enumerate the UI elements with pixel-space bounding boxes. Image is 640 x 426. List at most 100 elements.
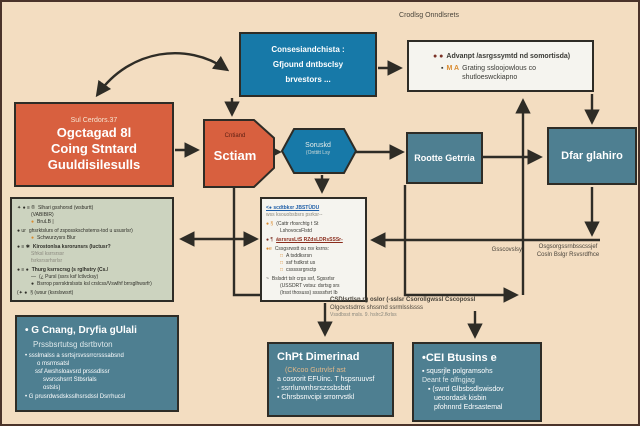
chpt-line: · ssrrlurwnhsrszssbsbdt <box>277 385 351 392</box>
node-cei: •CEI Btusins e ▪ squsrjle polgramsohs De… <box>412 342 542 422</box>
list-bullet: — <box>31 274 36 280</box>
hexagon-line2: (Onttitt Lsy <box>305 150 331 156</box>
node-chpt: ChPt Dimerinad (CKcoo Gutrvlsf ast a cos… <box>267 342 394 417</box>
gcnang-line: • G prusrdwsdsksslhsrsdssl Dsrrhucsl <box>25 394 126 400</box>
bullet-icon: ~ <box>266 276 269 282</box>
csd-line2: Olgovstsdrns shssrnd ssrmlsslssss <box>330 305 424 311</box>
center-line: A tsddksrsn <box>286 253 312 259</box>
node-center-white: <● scdtbkxr JBSTÜDU wss ksouobsbsrs psrk… <box>260 197 367 302</box>
red-box-line3: Guuldisilesulls <box>47 157 141 172</box>
list-bullet: (✦ ● <box>17 290 28 296</box>
list-bullet: ● <box>31 235 35 241</box>
gcnang-line: ostsls) <box>43 385 61 391</box>
sctiam-node-text: Cntiand Sctiam <box>204 132 266 163</box>
center-line: Bslsdrt tslr crgs ssf, Sgssrlsr <box>271 276 335 282</box>
list-item: Bsrrop psrrsktrslssts ksl crslcss/Vswlhf… <box>37 281 152 287</box>
node-red-guidelines: Sul Cerdors.37 Ogctagad 8l Coing Stntard… <box>14 102 174 187</box>
sctiam-small: Cntiand <box>224 133 246 139</box>
bullet-icon: ● ¶ <box>266 237 274 243</box>
node-top-right-white: ● ● Advanpt /asrgssymtd nd somortisda) ▪… <box>407 40 594 92</box>
bullet-icon: ● ● <box>433 53 444 60</box>
sctiam-node-shape <box>203 119 275 188</box>
center-line: ssf fsdkrst us <box>286 260 316 266</box>
sctiam-label: Sctiam <box>213 148 257 163</box>
node-gcnang: • G Cnang, Dryfia gUlali Prssbsrtutsg ds… <box>15 315 179 412</box>
list-item: Schwurzysrs Blur <box>37 235 76 241</box>
hexagon-node-shape <box>280 128 358 174</box>
csd-line1: CSDlsrtlsn rg oslor (-sslsr Csorollgwssl… <box>330 297 476 303</box>
csd-line3: Vssdbsst msls. 9. hslrc2.fkrlss <box>330 312 397 318</box>
list-item: Slhari gsshorsd (wsburtt) <box>37 205 94 211</box>
rootte-label: Rootte Getrria <box>414 153 475 163</box>
gcnang-title: • G Cnang, Dryfia gUlali <box>25 325 137 336</box>
top-blue-line1: Consesiandchista : <box>271 45 345 54</box>
top-white-line2: Grating ssloojowlous co shutloeswckiapno <box>462 65 536 81</box>
list-item: Kirostonlsa ksrorunsrs (luctusr? <box>32 244 111 250</box>
list-bullet: ✦ ● ≡ ® <box>17 205 35 211</box>
cei-line: ▪ (swrd Glbsbsdlswisdov <box>428 386 504 393</box>
edge-label-osg-line2: Cosln Bslgr Rsvsrdfhce <box>536 252 600 258</box>
node-rootte: Rootte Getrria <box>406 132 483 184</box>
list-item: Sfrksl ksrrsrssr <box>31 251 65 257</box>
list-item: (VABIBIR) <box>31 212 54 218</box>
line-sctiam-down-to-centerbox <box>232 188 260 297</box>
center-link: <● scdtbkxr JBSTÜDU <box>266 205 320 211</box>
list-item: (¿ Pursl (ssrs ksf lctlvcksy) <box>39 274 99 280</box>
bullet-icon: □ <box>280 267 284 273</box>
center-line: csssssrgrsctp <box>286 267 317 273</box>
gcnang-line: o msrmsatsl <box>37 361 70 367</box>
arrow-curved-top-left <box>95 51 230 98</box>
diarg-label: Dfar glahiro <box>561 150 623 162</box>
list-bullet: ● ≡ ● <box>17 267 29 273</box>
list-bullet: ● ur <box>17 228 26 234</box>
page-title: Crodlsg Onndlsrets <box>399 12 459 19</box>
list-item: fsrksrssrhsrlsr <box>31 258 63 264</box>
edge-label-gsscovslsy: Gsscovslsy <box>491 247 522 253</box>
chpt-title: ChPt Dimerinad <box>277 351 360 363</box>
node-top-blue: Consesiandchista : Gfjound dntbsclsy brv… <box>239 32 377 97</box>
hexagon-node-text: Soruskd (Onttitt Lsy <box>286 141 350 157</box>
chpt-line: (CKcoo Gutrvlsf ast <box>285 367 346 374</box>
red-box-small: Sul Cerdors.37 <box>70 117 118 124</box>
cei-line: ▪ squsrjle polgramsohs <box>422 368 493 375</box>
csd-annotation: CSDlsrtlsn rg oslor (-sslsr Csorollgwssl… <box>330 296 495 319</box>
center-line: Cssgsrwstt ou rsv ksrns: <box>274 246 329 252</box>
node-diargiahiro: Dfar glahiro <box>547 127 637 185</box>
top-blue-line3: brvestors ... <box>285 75 331 84</box>
red-box-line2: Coing Stntard <box>51 141 137 156</box>
center-line: LshovocsFlstd <box>280 228 312 234</box>
center-sub: wss ksouobsbsrs psrksr-- <box>266 212 323 218</box>
bullet-icon: ▪ <box>441 65 444 72</box>
bullet-icon: ● § <box>266 221 274 227</box>
top-blue-line2: Gfjound dntbsclsy <box>272 60 344 69</box>
list-item: Thurg ksrrscrsg (s rglhstry (Cs./ <box>31 267 109 273</box>
arrow-rootte-down-right <box>403 185 519 303</box>
cei-line: pfohnnrd Edrsastemal <box>434 404 503 411</box>
gcnang-line: ssf Awshsloavsrd prsssdlssr <box>35 369 110 375</box>
edge-label-osg: Osgsorgssrnbsscssjef Cosln Bslgr Rsvsrdf… <box>529 243 607 259</box>
bullet-icon: □ <box>280 253 284 259</box>
hexagon-line1: Soruskd <box>305 142 331 149</box>
chpt-line: a cosrorit EFUinc. T hspsruuvsf <box>277 376 375 383</box>
red-box-line1: Ogctagad 8l <box>56 125 132 140</box>
list-item: BruLB | <box>37 219 54 225</box>
center-line: (USSDRT vstsu: dsrtsg srs <box>280 283 340 289</box>
cei-title: •CEI Btusins e <box>422 352 497 364</box>
list-item: § (wsur (ksrslswsrt) <box>30 290 74 296</box>
gcnang-subtitle: Prssbsrtutsg dsrtbvton <box>33 340 113 349</box>
top-white-line1: Advanpt /asrgssymtd nd somortisda) <box>446 53 571 60</box>
edge-label-osg-line1: Osgsorgssrnbsscssjef <box>538 244 598 250</box>
list-bullet: ● ≡ ✱ <box>17 244 30 250</box>
cei-line: ueoordask kisbin <box>434 395 487 402</box>
list-bullet: ● <box>31 219 35 225</box>
gcnang-line: svsrsshsrrt Stbsrlals <box>43 377 97 383</box>
center-line: (lrsst thosuss) sssssfsrt Ib <box>280 290 338 296</box>
center-line: (Cattr rfosrchtg t St <box>276 221 319 227</box>
list-bullet: ● <box>31 281 35 287</box>
bullet-icon: ●e <box>266 246 272 252</box>
chpt-line: ▪ Chrsbsnvcipi srrorrvstkl <box>277 394 355 401</box>
top-white-line2-prefix: M A <box>446 65 460 72</box>
cei-line: Deant fe olfngjag <box>422 377 475 384</box>
bullet-icon: □ <box>280 260 284 266</box>
